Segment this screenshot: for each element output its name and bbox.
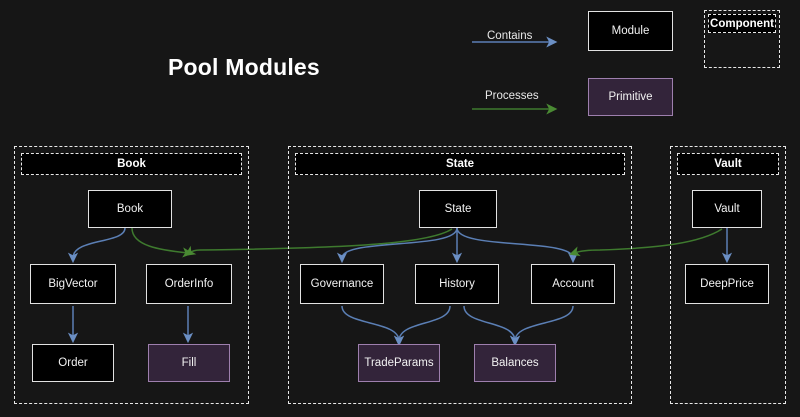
legend-processes-label: Processes xyxy=(485,90,539,102)
group-vault: Vault xyxy=(670,146,786,404)
group-state-label: State xyxy=(295,153,625,175)
node-account[interactable]: Account xyxy=(531,264,615,304)
node-vault[interactable]: Vault xyxy=(692,190,762,228)
node-bigvector[interactable]: BigVector xyxy=(30,264,116,304)
node-history[interactable]: History xyxy=(415,264,499,304)
node-order[interactable]: Order xyxy=(32,344,114,382)
node-state[interactable]: State xyxy=(419,190,497,228)
legend-contains-label: Contains xyxy=(487,30,533,42)
node-fill[interactable]: Fill xyxy=(148,344,230,382)
legend-module-box: Module xyxy=(588,11,673,51)
group-book: Book xyxy=(14,146,249,404)
node-tradeparams[interactable]: TradeParams xyxy=(358,344,440,382)
group-vault-label: Vault xyxy=(677,153,779,175)
legend-primitive-box: Primitive xyxy=(588,78,673,116)
node-orderinfo[interactable]: OrderInfo xyxy=(146,264,232,304)
legend-component-box: Component xyxy=(704,10,780,68)
legend-component-label: Component xyxy=(708,14,776,33)
node-governance[interactable]: Governance xyxy=(300,264,384,304)
group-state: State xyxy=(288,146,632,404)
node-deepprice[interactable]: DeepPrice xyxy=(685,264,769,304)
page-title: Pool Modules xyxy=(168,54,320,80)
node-balances[interactable]: Balances xyxy=(474,344,556,382)
node-book[interactable]: Book xyxy=(88,190,172,228)
group-book-label: Book xyxy=(21,153,242,175)
